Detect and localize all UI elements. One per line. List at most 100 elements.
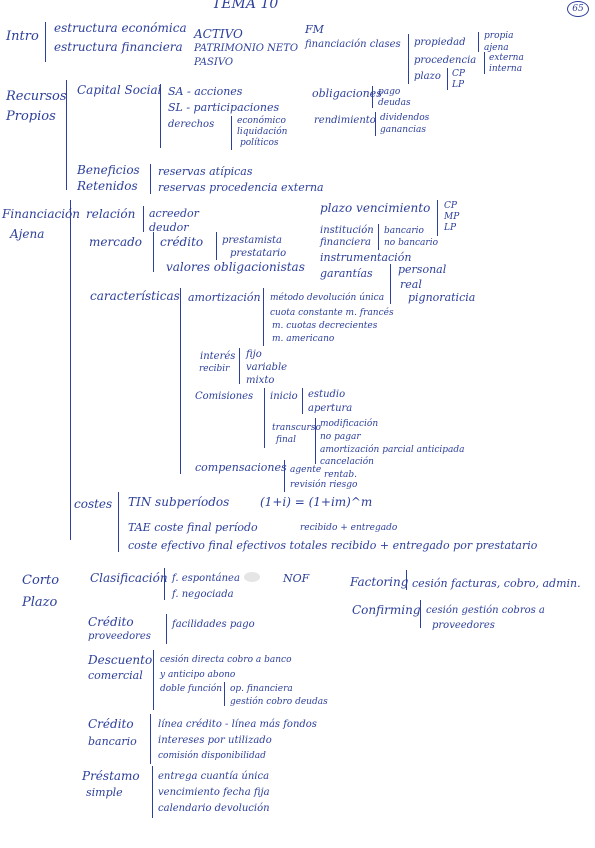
variable: variable <box>246 362 288 373</box>
relacion: relación <box>86 207 136 221</box>
intro-line1: estructura económica <box>54 21 187 35</box>
brace-line <box>164 568 165 600</box>
ps-vencimiento: vencimiento fecha fija <box>158 787 270 798</box>
beneficios-2: Retenidos <box>77 179 138 193</box>
no-pagar: no pagar <box>320 432 361 442</box>
pago: pago <box>378 87 401 97</box>
credito-bancario-2: bancario <box>88 735 137 748</box>
recursos-heading-1: Recursos <box>6 89 67 104</box>
prestamo-simple-2: simple <box>86 786 123 799</box>
politicos: políticos <box>240 138 279 148</box>
apertura: apertura <box>308 403 353 414</box>
fm: FM <box>305 23 324 36</box>
factoring: Factoring <box>350 575 409 589</box>
sl-participaciones: SL - participaciones <box>168 101 280 114</box>
tin: TIN subperíodos <box>128 495 230 509</box>
interes-2: recibir <box>199 364 230 374</box>
institucion-2: financiera <box>320 237 371 248</box>
brace-line <box>372 86 373 108</box>
fm-clases: financiación clases <box>305 39 401 50</box>
lp-label: LP <box>444 223 457 233</box>
desc-anticipo: y anticipo abono <box>160 670 236 680</box>
patrimonio-neto: PATRIMONIO NETO <box>194 43 299 54</box>
cuota-constante: cuota constante m. francés <box>270 308 394 318</box>
ps-entrega: entrega cuantía única <box>158 771 270 782</box>
compensaciones: compensaciones <box>195 461 287 474</box>
formula: (1+i) = (1+im)^m <box>260 495 373 509</box>
confirming-desc-1: cesión gestión cobros a <box>426 605 545 616</box>
brace-line <box>478 32 479 52</box>
desc-cesion: cesión directa cobro a banco <box>160 655 292 665</box>
propia: propia <box>484 31 514 41</box>
deudor: deudor <box>149 221 189 234</box>
mp-label: MP <box>444 212 460 222</box>
tae-extra: recibido + entregado <box>300 523 398 533</box>
valores-obligacionistas: valores obligacionistas <box>166 260 305 274</box>
brace-line <box>180 288 181 474</box>
brace-line <box>284 460 285 492</box>
brace-line <box>150 164 151 194</box>
brace-line <box>375 112 376 136</box>
brace-line <box>216 232 217 260</box>
agente: agente <box>290 465 322 475</box>
cp-label: CP <box>444 201 457 211</box>
credito-proveedores-1: Crédito <box>88 615 134 629</box>
prestatario: prestatario <box>230 248 287 259</box>
transcurso-1: transcurso <box>272 423 321 433</box>
brace-line <box>264 388 265 448</box>
credito-bancario-1: Crédito <box>88 717 134 731</box>
comisiones: Comisiones <box>195 391 254 402</box>
rendimiento: rendimiento <box>314 115 376 126</box>
brace-line <box>231 116 232 150</box>
acreedor: acreedor <box>149 207 199 220</box>
mercado: mercado <box>89 235 142 249</box>
prestamo-simple-1: Préstamo <box>82 769 140 783</box>
brace-line <box>118 492 119 552</box>
brace-line <box>447 68 448 90</box>
fijo: fijo <box>246 349 262 360</box>
instrumentacion: instrumentación <box>320 251 412 264</box>
brace-line <box>153 232 154 272</box>
ajena-label: ajena <box>484 43 509 53</box>
procedencia: procedencia <box>414 55 477 66</box>
plazo: plazo <box>414 71 441 82</box>
metodo-unica: método devolución única <box>270 293 385 303</box>
brace-line <box>166 614 167 644</box>
brace-line <box>239 348 240 384</box>
costes: costes <box>74 497 113 511</box>
page-number: 65 <box>567 1 589 17</box>
economico: económico <box>237 116 286 126</box>
brace-line <box>66 80 67 190</box>
cb-intereses: intereses por utilizado <box>158 735 272 746</box>
brace-line <box>70 200 71 540</box>
page-title: TEMA 10 <box>212 0 279 12</box>
pignoraticia: pignoraticia <box>408 291 476 304</box>
facilidades-pago: facilidades pago <box>172 619 255 630</box>
brace-line <box>143 206 144 232</box>
no-bancario: no bancario <box>384 238 439 248</box>
estudio: estudio <box>308 389 346 400</box>
factoring-desc: cesión facturas, cobro, admin. <box>412 577 581 590</box>
obligaciones: obligaciones <box>312 87 382 100</box>
amortizacion-parcial: amortización parcial anticipada <box>320 445 465 455</box>
prestamista: prestamista <box>222 235 283 246</box>
brace-line <box>315 418 316 464</box>
modificacion: modificación <box>320 419 379 429</box>
brace-line <box>406 570 407 590</box>
desc-gestion-cobro: gestión cobro deudas <box>230 697 328 707</box>
credito-proveedores-2: proveedores <box>88 631 151 642</box>
revision-riesgo: revisión riesgo <box>290 480 358 490</box>
cb-comision: comisión disponibilidad <box>158 751 266 761</box>
real: real <box>400 278 422 291</box>
credito: crédito <box>160 235 204 249</box>
intro-line2: estructura financiera <box>54 40 183 54</box>
brace-line <box>152 766 153 818</box>
ps-calendario: calendario devolución <box>158 803 270 814</box>
confirming-desc-2: proveedores <box>432 620 495 631</box>
beneficios-1: Beneficios <box>77 163 140 177</box>
garantias: garantías <box>320 267 373 280</box>
smudge <box>244 572 260 582</box>
coste-efectivo: coste efectivo final efectivos totales r… <box>128 539 538 552</box>
caracteristicas: características <box>90 289 180 303</box>
cancelacion: cancelación <box>320 457 374 467</box>
